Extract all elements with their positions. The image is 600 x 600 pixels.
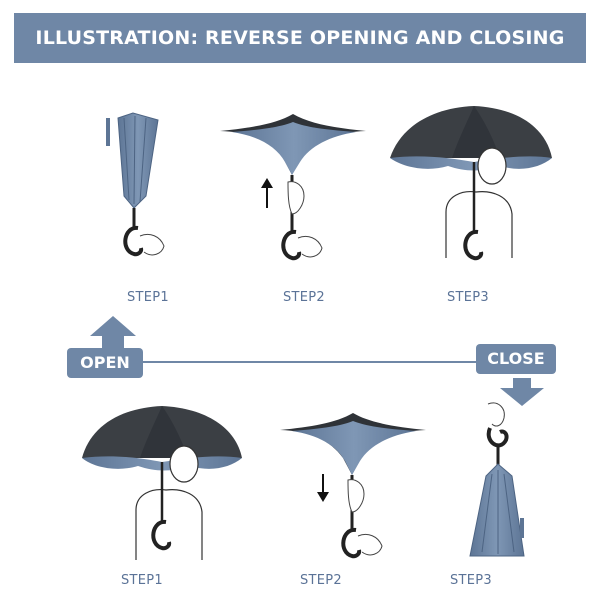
top-step2-label: STEP2	[282, 290, 326, 305]
title-banner: ILLUSTRATION: REVERSE OPENING AND CLOSIN…	[14, 13, 586, 63]
bottom-step2-label: STEP2	[299, 573, 343, 588]
down-arrow-icon	[500, 378, 544, 406]
bottom-step2-inverted-umbrella-icon	[280, 413, 426, 559]
top-step1-closed-umbrella-icon	[106, 112, 165, 257]
top-step2-inverted-umbrella-icon	[220, 114, 366, 261]
bottom-step3-closed-umbrella-icon	[469, 402, 525, 557]
page-title: ILLUSTRATION: REVERSE OPENING AND CLOSIN…	[35, 27, 565, 49]
open-label: OPEN	[67, 348, 143, 378]
top-step1-label: STEP1	[126, 290, 170, 305]
top-step3-open-umbrella-icon	[390, 106, 552, 261]
close-label: CLOSE	[476, 344, 556, 374]
bottom-step1-open-umbrella-icon	[82, 406, 242, 560]
bottom-step1-label: STEP1	[120, 573, 164, 588]
bottom-step3-label: STEP3	[449, 573, 493, 588]
top-step3-label: STEP3	[446, 290, 490, 305]
up-arrow-icon	[90, 316, 136, 348]
